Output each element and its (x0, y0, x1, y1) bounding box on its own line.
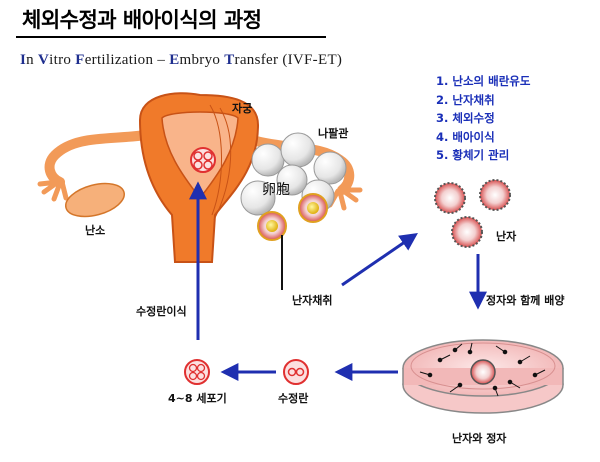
step-item: 4. 배아이식 (436, 129, 495, 144)
label-egg-and-sperm: 난자와 정자 (452, 432, 507, 445)
arrow-retrieval (341, 232, 418, 287)
implanted-embryo (190, 147, 216, 173)
ovary-follicles (240, 132, 347, 241)
label-fertilized-egg: 수정란 (278, 392, 309, 405)
step-item: 1. 난소의 배란유도 (436, 74, 531, 88)
cell-stage-embryo (184, 359, 210, 385)
label-ovary: 난소 (85, 224, 106, 237)
page-title: 체외수정과 배아이식의 과정 (22, 8, 262, 32)
step-item: 5. 황체기 관리 (436, 148, 510, 163)
label-follicle: 卵胞 (262, 182, 290, 198)
subtitle: In Vitro Fertilization – Embryo Transfer… (20, 52, 343, 68)
label-culture: 정자와 함께 배양 (486, 294, 565, 307)
title-underline (16, 36, 326, 38)
step-item: 2. 난자채취 (436, 92, 495, 107)
label-cell-stage: 4~8 세포기 (168, 392, 227, 405)
fertilized-egg (283, 359, 309, 385)
label-embryo-transfer: 수정란이식 (136, 305, 187, 318)
label-egg-retrieval: 난자채취 (292, 294, 333, 307)
label-oocyte: 난자 (496, 230, 517, 243)
label-uterus: 자궁 (232, 102, 253, 115)
ovary-left (65, 182, 125, 218)
label-fallopian-tube: 나팔관 (318, 127, 349, 140)
step-list: 1. 난소의 배란유도 2. 난자채취 3. 체외수정 4. 배아이식 5. 황… (436, 72, 530, 165)
step-item: 3. 체외수정 (436, 111, 495, 126)
petri-dish (402, 339, 564, 414)
fallopian-tube-left (37, 130, 151, 202)
oocytes (434, 179, 511, 248)
